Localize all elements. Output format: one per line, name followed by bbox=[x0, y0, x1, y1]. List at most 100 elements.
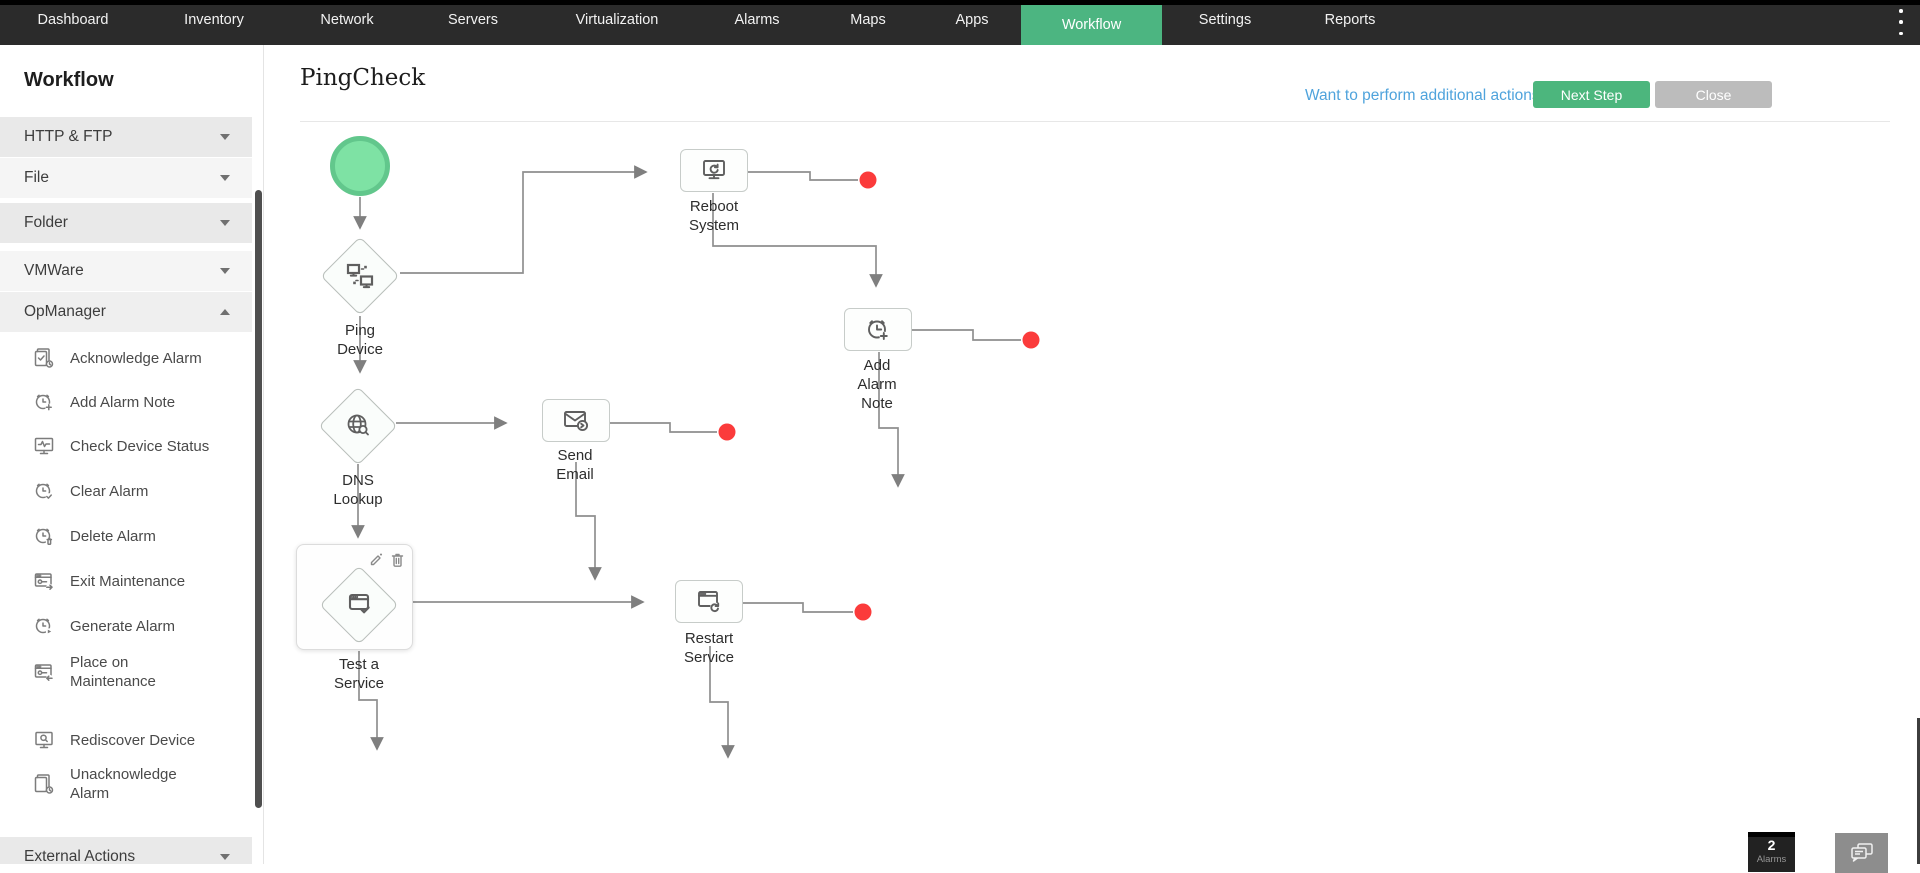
sidebar-item-label: Clear Alarm bbox=[70, 482, 149, 500]
close-button[interactable]: Close bbox=[1655, 81, 1772, 108]
check-device-status-icon bbox=[34, 437, 54, 455]
sidebar-scrollbar[interactable] bbox=[255, 190, 262, 808]
dns-lookup-icon bbox=[347, 414, 369, 436]
chevron-down-icon bbox=[220, 854, 230, 860]
sidebar-item-label: Unacknowledge Alarm bbox=[70, 766, 177, 802]
accordion-opmanager[interactable]: OpManager bbox=[0, 292, 252, 332]
node-label-test-a-service: Test a Service bbox=[333, 656, 385, 692]
unacknowledge-alarm-icon bbox=[34, 774, 54, 794]
node-label-reboot-system: Reboot System bbox=[688, 198, 739, 234]
sidebar-item-label: Rediscover Device bbox=[70, 731, 196, 749]
reboot-system-icon bbox=[703, 159, 725, 179]
clear-alarm-icon bbox=[35, 483, 53, 500]
acknowledge-alarm-icon bbox=[34, 348, 54, 368]
accordion-label: Folder bbox=[24, 214, 68, 231]
sidebar-item-label: Place on Maintenance bbox=[70, 654, 156, 690]
sidebar-item-unacknowledge-alarm[interactable]: Unacknowledge Alarm bbox=[32, 765, 242, 803]
nav-item-dashboard[interactable]: Dashboard bbox=[37, 12, 109, 28]
next-step-button[interactable]: Next Step bbox=[1533, 81, 1650, 108]
start-node[interactable] bbox=[330, 136, 390, 196]
nav-item-virtualization[interactable]: Virtualization bbox=[575, 12, 659, 28]
sidebar-item-label: Delete Alarm bbox=[70, 527, 156, 545]
sidebar-item-delete-alarm[interactable]: Delete Alarm bbox=[32, 524, 242, 548]
sidebar-item-rediscover-device[interactable]: Rediscover Device bbox=[32, 728, 242, 752]
node-dns-lookup[interactable] bbox=[318, 386, 398, 466]
endpoint-dot-send-email[interactable] bbox=[718, 423, 736, 441]
sidebar-item-clear-alarm[interactable]: Clear Alarm bbox=[32, 479, 242, 503]
chevron-down-icon bbox=[220, 134, 230, 140]
delete-alarm-icon bbox=[35, 528, 53, 546]
node-reboot-system[interactable] bbox=[680, 149, 748, 192]
sidebar-item-label: Generate Alarm bbox=[70, 617, 176, 635]
node-label-dns-lookup: DNS Lookup bbox=[333, 472, 383, 508]
send-email-icon bbox=[564, 410, 589, 431]
alarm-count-label: Alarms bbox=[1756, 854, 1787, 865]
node-restart-service[interactable] bbox=[675, 580, 743, 623]
accordion-label: File bbox=[24, 169, 49, 186]
sidebar-item-place-on-maintenance[interactable]: Place on Maintenance bbox=[32, 653, 242, 691]
ping-device-icon bbox=[346, 263, 374, 289]
nav-item-reports[interactable]: Reports bbox=[1324, 12, 1376, 28]
endpoint-dot-add-alarm-note[interactable] bbox=[1022, 331, 1040, 349]
accordion-http-ftp[interactable]: HTTP & FTP bbox=[0, 117, 252, 157]
conversations-button[interactable] bbox=[1835, 833, 1888, 873]
sidebar-title: Workflow bbox=[24, 69, 114, 91]
kebab-menu-icon[interactable] bbox=[1897, 9, 1905, 35]
nav-item-servers[interactable]: Servers bbox=[448, 12, 498, 28]
accordion-label: VMWare bbox=[24, 262, 84, 279]
accordion-external-actions[interactable]: External Actions bbox=[0, 837, 252, 864]
node-label-restart-service: Restart Service bbox=[683, 630, 735, 666]
test-service-icon bbox=[348, 593, 370, 614]
rediscover-device-icon bbox=[35, 731, 53, 749]
node-label-add-alarm-note: Add Alarm Note bbox=[857, 357, 897, 412]
node-ping-device[interactable] bbox=[320, 236, 400, 316]
chevron-down-icon bbox=[220, 268, 230, 274]
chevron-down-icon bbox=[220, 175, 230, 181]
add-alarm-note-icon bbox=[35, 394, 53, 411]
conversations-icon bbox=[1850, 843, 1873, 862]
nav-item-apps[interactable]: Apps bbox=[955, 12, 989, 28]
node-test-a-service[interactable] bbox=[319, 565, 399, 645]
sidebar-item-check-device-status[interactable]: Check Device Status bbox=[32, 434, 242, 458]
accordion-label: External Actions bbox=[24, 848, 136, 864]
sidebar-item-exit-maintenance[interactable]: Exit Maintenance bbox=[32, 569, 242, 593]
delete-trash-icon[interactable] bbox=[390, 552, 405, 568]
node-label-ping-device: Ping Device bbox=[337, 322, 383, 358]
nav-item-settings[interactable]: Settings bbox=[1198, 12, 1252, 28]
sidebar-item-generate-alarm[interactable]: Generate Alarm bbox=[32, 614, 242, 638]
sidebar-item-label: Exit Maintenance bbox=[70, 572, 186, 590]
place-on-maintenance-icon bbox=[34, 664, 53, 682]
top-nav-bar bbox=[0, 5, 1920, 45]
page-title: PingCheck bbox=[300, 65, 426, 91]
edit-pencil-icon[interactable] bbox=[369, 552, 384, 567]
nav-item-alarms[interactable]: Alarms bbox=[734, 12, 780, 28]
nav-item-network[interactable]: Network bbox=[320, 12, 374, 28]
right-edge-panel-sliver bbox=[1917, 718, 1920, 864]
accordion-label: OpManager bbox=[24, 303, 106, 320]
node-add-alarm-note[interactable] bbox=[844, 308, 912, 351]
add-alarm-note-icon bbox=[868, 319, 889, 340]
header-separator bbox=[300, 121, 1890, 122]
chevron-down-icon bbox=[220, 220, 230, 226]
nav-item-maps[interactable]: Maps bbox=[850, 12, 886, 28]
sidebar-item-acknowledge-alarm[interactable]: Acknowledge Alarm bbox=[32, 346, 242, 370]
nav-item-workflow[interactable]: Workflow bbox=[1021, 5, 1162, 45]
endpoint-dot-reboot-system[interactable] bbox=[859, 171, 877, 189]
endpoint-dot-restart-service[interactable] bbox=[854, 603, 872, 621]
workflow-connectors bbox=[351, 165, 1040, 759]
workflow-sidebar: Workflow HTTP & FTP File Folder VMWare O… bbox=[0, 45, 264, 864]
accordion-file[interactable]: File bbox=[0, 158, 252, 198]
accordion-label: HTTP & FTP bbox=[24, 128, 113, 145]
node-send-email[interactable] bbox=[542, 399, 610, 442]
nav-item-inventory[interactable]: Inventory bbox=[184, 12, 244, 28]
additional-actions-link[interactable]: Want to perform additional actions? bbox=[1305, 87, 1549, 104]
accordion-vmware[interactable]: VMWare bbox=[0, 251, 252, 291]
sidebar-item-add-alarm-note[interactable]: Add Alarm Note bbox=[32, 390, 242, 414]
alarm-count: 2 bbox=[1767, 837, 1776, 853]
top-nav: Dashboard Inventory Network Servers Virt… bbox=[0, 0, 1920, 45]
generate-alarm-icon bbox=[35, 618, 53, 635]
accordion-folder[interactable]: Folder bbox=[0, 203, 252, 243]
sidebar-item-label: Acknowledge Alarm bbox=[70, 349, 202, 367]
exit-maintenance-icon bbox=[34, 573, 53, 591]
alarm-count-badge[interactable]: 2 Alarms bbox=[1748, 832, 1795, 872]
